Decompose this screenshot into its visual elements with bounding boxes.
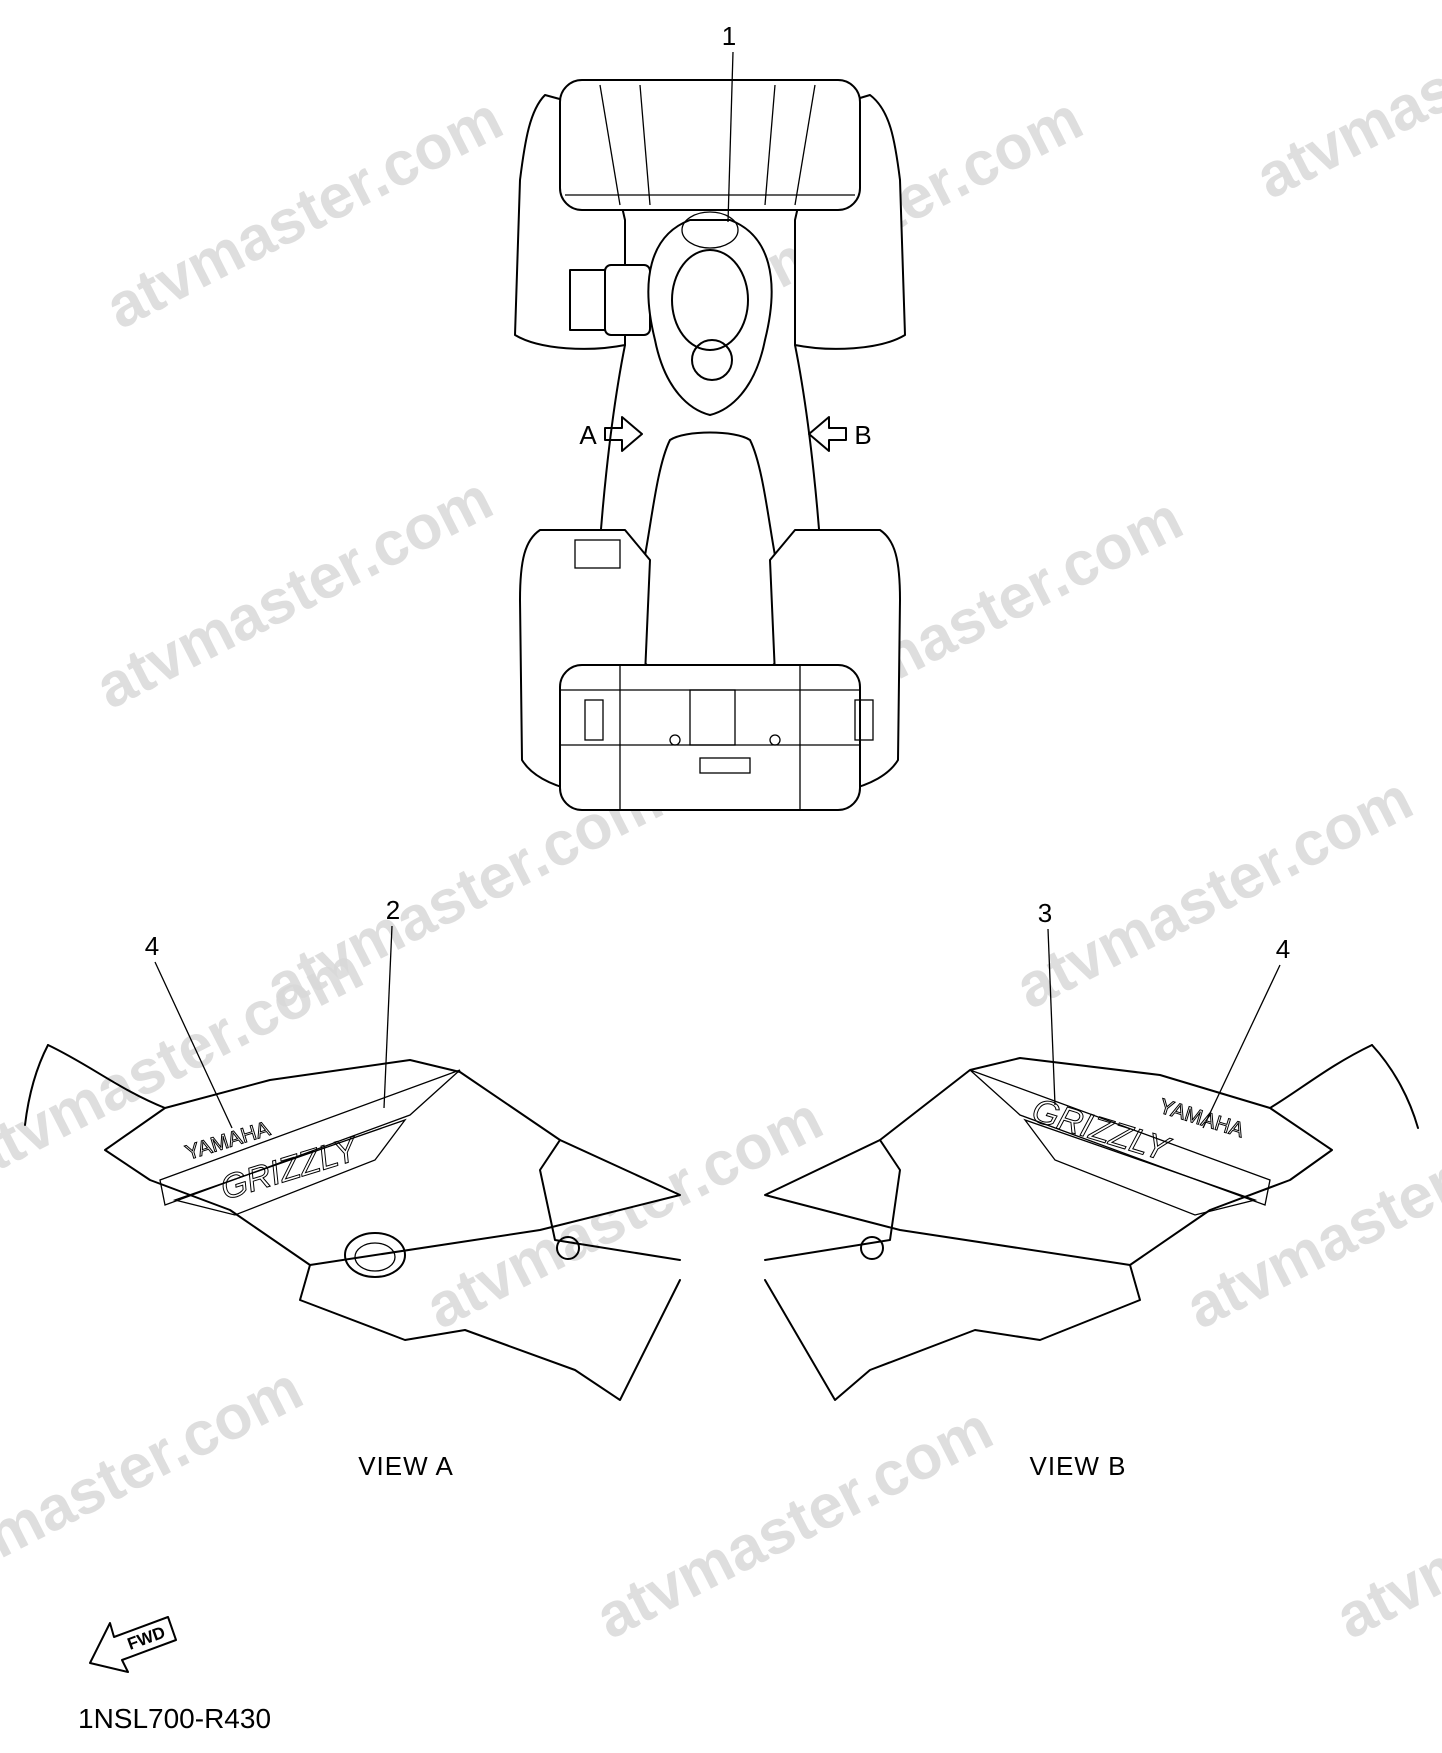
callout-number: 1	[722, 21, 736, 51]
view-b-label: VIEW B	[1029, 1451, 1126, 1481]
watermark-text: atvmaster.com	[1005, 764, 1423, 1023]
watermark-text: atvmaster.com	[585, 1394, 1003, 1653]
arrow-right-icon	[604, 416, 643, 452]
view-b-panel: YAMAHA GRIZZLY	[764, 1044, 1419, 1401]
callout-3: 3	[1038, 898, 1056, 1106]
callout-4-right: 4	[1202, 934, 1290, 1129]
view-arrow-b-label: B	[854, 420, 871, 450]
fender-edge-left	[24, 1044, 49, 1126]
callout-number: 4	[145, 931, 159, 961]
fuel-cap	[671, 249, 749, 351]
callout-2: 2	[383, 895, 400, 1109]
callout-number: 3	[1038, 898, 1052, 928]
front-rack	[559, 79, 861, 211]
side-panel-left	[104, 1059, 681, 1266]
view-arrow-a: A	[579, 416, 643, 452]
view-arrow-a-label: A	[579, 420, 597, 450]
fender-edge-right	[1371, 1044, 1419, 1129]
watermark-text: atvmaster.com	[85, 464, 503, 723]
filler-hole-left	[344, 1232, 406, 1278]
watermark-text: atvmaster.com	[1325, 1394, 1442, 1653]
side-panel-right	[764, 1057, 1333, 1266]
part-number: 1NSL700-R430	[78, 1703, 271, 1734]
watermark-text: atvmaster.com	[1245, 0, 1442, 212]
fwd-badge: FWD	[89, 1616, 177, 1673]
filler-cap	[691, 339, 733, 381]
view-a-label: VIEW A	[358, 1451, 454, 1481]
view-a-panel: YAMAHA GRIZZLY	[24, 1044, 681, 1401]
atv-top-view	[514, 79, 906, 811]
arrow-left-icon	[808, 416, 847, 452]
watermark-text: atvmaster.com	[95, 84, 513, 343]
rear-rack	[559, 664, 861, 811]
callout-4-left: 4	[145, 931, 233, 1129]
fwd-arrow-icon	[89, 1616, 177, 1673]
view-arrow-b: B	[808, 416, 872, 452]
callout-1: 1	[722, 21, 736, 223]
callout-number: 2	[386, 895, 400, 925]
watermark-text: atvmaster.com	[0, 1354, 313, 1613]
fwd-badge-label: FWD	[125, 1623, 168, 1654]
seat	[632, 431, 788, 671]
callout-number: 4	[1276, 934, 1290, 964]
